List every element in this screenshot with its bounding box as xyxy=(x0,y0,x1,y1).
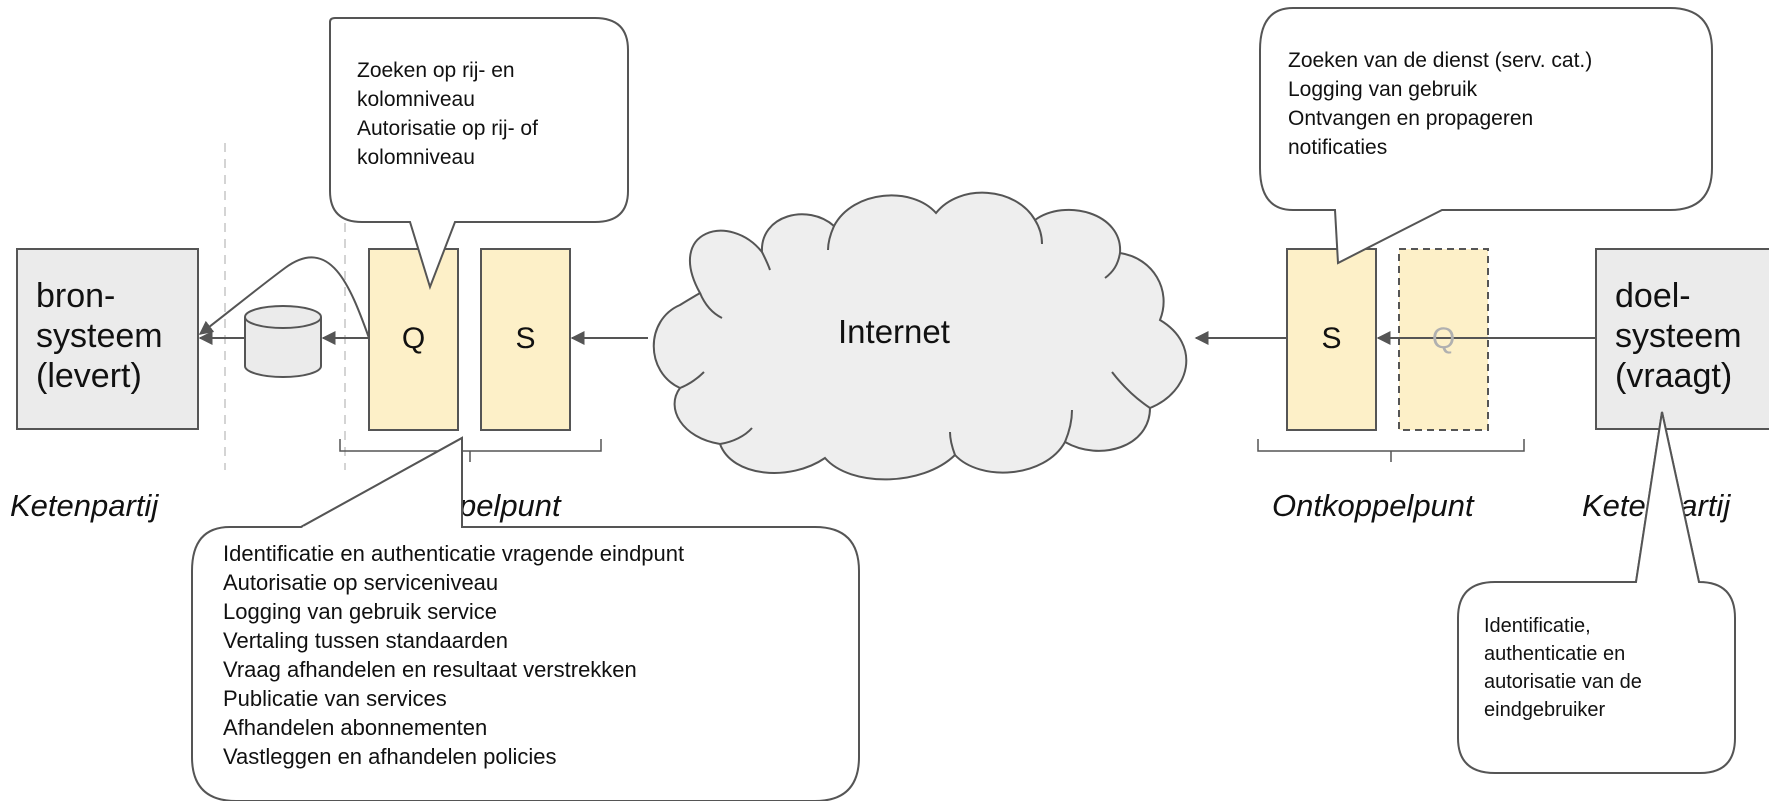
query-component-right-optional[interactable] xyxy=(1398,248,1489,431)
query-left-label: Q xyxy=(401,322,426,355)
source-system-label: bron- systeem (levert) xyxy=(36,277,163,395)
arrow-q-to-source-curve xyxy=(198,256,370,339)
callout-target-text: Identificatie, authenticatie en autorisa… xyxy=(1484,615,1642,721)
callout-left-point-text: Identificatie en authenticatie vragende … xyxy=(223,541,685,769)
party-right-label: Ketenpartij xyxy=(1582,488,1731,523)
brace-right-ontkoppelpunt xyxy=(1257,439,1525,462)
callout-s-right-bubble xyxy=(1259,7,1713,265)
callout-s-right-text: Zoeken van de dienst (serv. cat.) Loggin… xyxy=(1288,49,1593,159)
party-left-label: Ketenpartij xyxy=(10,488,159,523)
internet-label: Internet xyxy=(838,313,950,350)
database-icon xyxy=(244,305,322,378)
ontkoppelpunt-right-label: Ontkoppelpunt xyxy=(1272,488,1474,523)
target-system-label: doel- systeem (vraagt) xyxy=(1615,277,1742,395)
query-right-label: Q xyxy=(1431,322,1456,355)
source-system-box[interactable] xyxy=(16,248,199,430)
callout-q-left-bubble xyxy=(329,17,629,291)
query-component-left[interactable] xyxy=(368,248,459,431)
service-left-label: S xyxy=(515,322,536,355)
target-system-box[interactable] xyxy=(1595,248,1769,430)
service-right-label: S xyxy=(1321,322,1342,355)
service-component-left[interactable] xyxy=(480,248,571,431)
service-component-right[interactable] xyxy=(1286,248,1377,431)
callout-q-left-text: Zoeken op rij- en kolomniveau Autorisati… xyxy=(357,59,538,169)
flow-arrows xyxy=(198,256,1596,345)
cloud-inner-arcs xyxy=(679,219,1151,456)
internet-cloud xyxy=(652,191,1188,481)
brace-left-ontkoppelpunt xyxy=(339,439,602,462)
